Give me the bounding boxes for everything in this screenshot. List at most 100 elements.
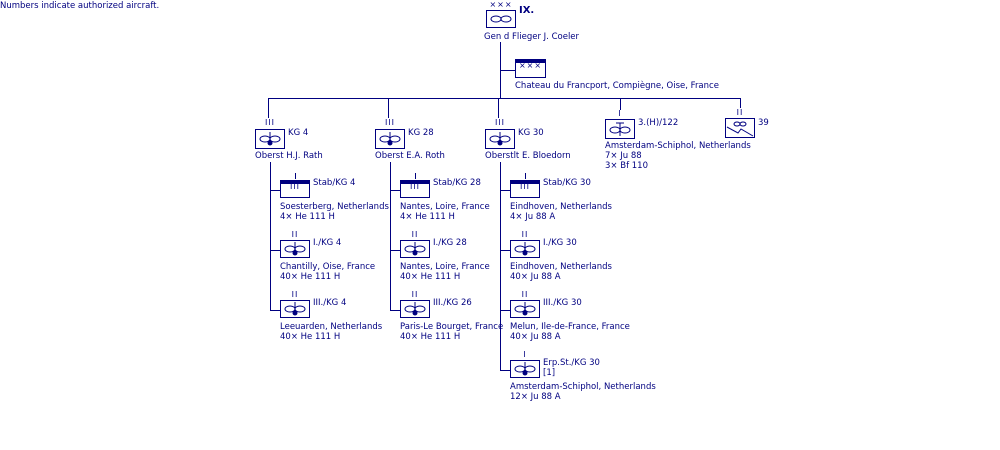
connector-line	[390, 190, 400, 191]
aircraft-symbol-icon	[284, 302, 306, 316]
unit-aircraft: 12× Ju 88 A	[510, 392, 561, 402]
aircraft-symbol-icon	[404, 242, 426, 256]
unit-box	[510, 360, 540, 378]
unit-name: III./KG 26	[433, 298, 472, 308]
unit-location: Nantes, Loire, France	[400, 262, 490, 272]
group-commander: Oberst H.J. Rath	[255, 151, 323, 161]
unit-name: I./KG 28	[433, 238, 467, 248]
signals-icon	[726, 121, 754, 137]
size-marker: II	[291, 230, 299, 239]
size-marker: I	[523, 350, 527, 359]
unit-box	[510, 240, 540, 258]
aircraft-symbol-icon	[514, 362, 536, 376]
legend-note: Numbers indicate authorized aircraft.	[0, 1, 160, 11]
connector-line	[500, 250, 510, 251]
command-box	[486, 10, 516, 28]
size-tick	[295, 173, 296, 179]
recon-aircraft: 3× Bf 110	[605, 161, 648, 171]
unit-location: Paris-Le Bourget, France	[400, 322, 504, 332]
unit-name: I./KG 30	[543, 238, 577, 248]
unit-box	[400, 240, 430, 258]
group-name: KG 4	[288, 128, 309, 138]
command-commander: Gen d Flieger J. Coeler	[484, 32, 580, 42]
unit-location: Melun, Ile-de-France, France	[510, 322, 630, 332]
unit-box-stab	[280, 180, 310, 198]
unit-location: Eindhoven, Netherlands	[510, 202, 612, 212]
group-commander: Oberst E.A. Roth	[375, 151, 445, 161]
unit-box	[400, 300, 430, 318]
size-tick	[525, 173, 526, 179]
connector-line	[620, 98, 621, 110]
unit-location: Eindhoven, Netherlands	[510, 262, 612, 272]
connector-line	[740, 98, 741, 108]
connector-line	[500, 190, 510, 191]
unit-location: Amsterdam-Schiphol, Netherlands	[510, 382, 656, 392]
aircraft-symbol-icon	[379, 132, 401, 146]
size-marker: III	[264, 118, 276, 127]
connector-line	[270, 190, 280, 191]
aircraft-symbol-icon	[404, 302, 426, 316]
unit-name: III./KG 4	[313, 298, 347, 308]
unit-box	[280, 300, 310, 318]
group-box-2	[485, 129, 515, 149]
size-marker: II	[411, 290, 419, 299]
connector-line	[270, 162, 271, 310]
unit-location: Soesterberg, Netherlands	[280, 202, 389, 212]
group-name: KG 28	[408, 128, 434, 138]
hq-box	[515, 59, 546, 78]
size-tick	[415, 173, 416, 179]
size-marker: II	[521, 230, 529, 239]
unit-name: Erp.St./KG 30	[543, 358, 600, 368]
size-marker: III	[409, 182, 421, 191]
recon-name: 3.(H)/122	[638, 118, 679, 128]
unit-name: Stab/KG 30	[543, 178, 591, 188]
connector-line	[500, 162, 501, 370]
unit-box	[280, 240, 310, 258]
unit-aircraft: 4× Ju 88 A	[510, 212, 556, 222]
connector-line	[268, 98, 741, 99]
signals-box	[725, 118, 755, 138]
connector-line	[500, 370, 510, 371]
size-marker: III	[494, 118, 506, 127]
unit-location: Chantilly, Oise, France	[280, 262, 376, 272]
command-designation: IX.	[519, 5, 535, 16]
hq-location: Chateau du Francport, Compiègne, Oise, F…	[515, 81, 719, 91]
aircraft-symbol-icon	[514, 302, 536, 316]
unit-aircraft: 4× He 111 H	[280, 212, 335, 222]
size-marker: III	[289, 182, 301, 191]
connector-line	[390, 162, 391, 310]
aircraft-symbol-icon	[490, 15, 512, 23]
unit-box-stab	[510, 180, 540, 198]
unit-name: Stab/KG 4	[313, 178, 356, 188]
size-marker: ×××	[489, 0, 513, 9]
unit-name: I./KG 4	[313, 238, 342, 248]
unit-aircraft: 40× Ju 88 A	[510, 272, 561, 282]
signals-name: 39	[758, 118, 769, 128]
connector-line	[268, 98, 269, 118]
recon-location: Amsterdam-Schiphol, Netherlands	[605, 141, 751, 151]
unit-aircraft: 40× He 111 H	[400, 332, 461, 342]
connector-line	[390, 310, 400, 311]
size-marker: II	[736, 108, 744, 117]
unit-aircraft: 40× Ju 88 A	[510, 332, 561, 342]
connector-line	[270, 310, 280, 311]
aircraft-symbol-icon	[489, 132, 511, 146]
unit-aircraft: 40× He 111 H	[400, 272, 461, 282]
size-marker: ×××	[518, 61, 543, 70]
unit-name: Stab/KG 28	[433, 178, 481, 188]
unit-aircraft: 40× He 111 H	[280, 272, 341, 282]
size-marker: III	[384, 118, 396, 127]
unit-footnote: [1]	[543, 368, 556, 378]
connector-line	[388, 98, 389, 118]
unit-location: Leeuarden, Netherlands	[280, 322, 383, 332]
size-marker: II	[521, 290, 529, 299]
unit-aircraft: 4× He 111 H	[400, 212, 455, 222]
group-commander: Oberstlt E. Bloedorn	[485, 151, 571, 161]
aircraft-symbol-icon	[259, 132, 281, 146]
unit-location: Nantes, Loire, France	[400, 202, 490, 212]
size-marker: I	[618, 109, 622, 118]
unit-name: III./KG 30	[543, 298, 582, 308]
aircraft-symbol-icon	[284, 242, 306, 256]
size-marker: III	[519, 182, 531, 191]
